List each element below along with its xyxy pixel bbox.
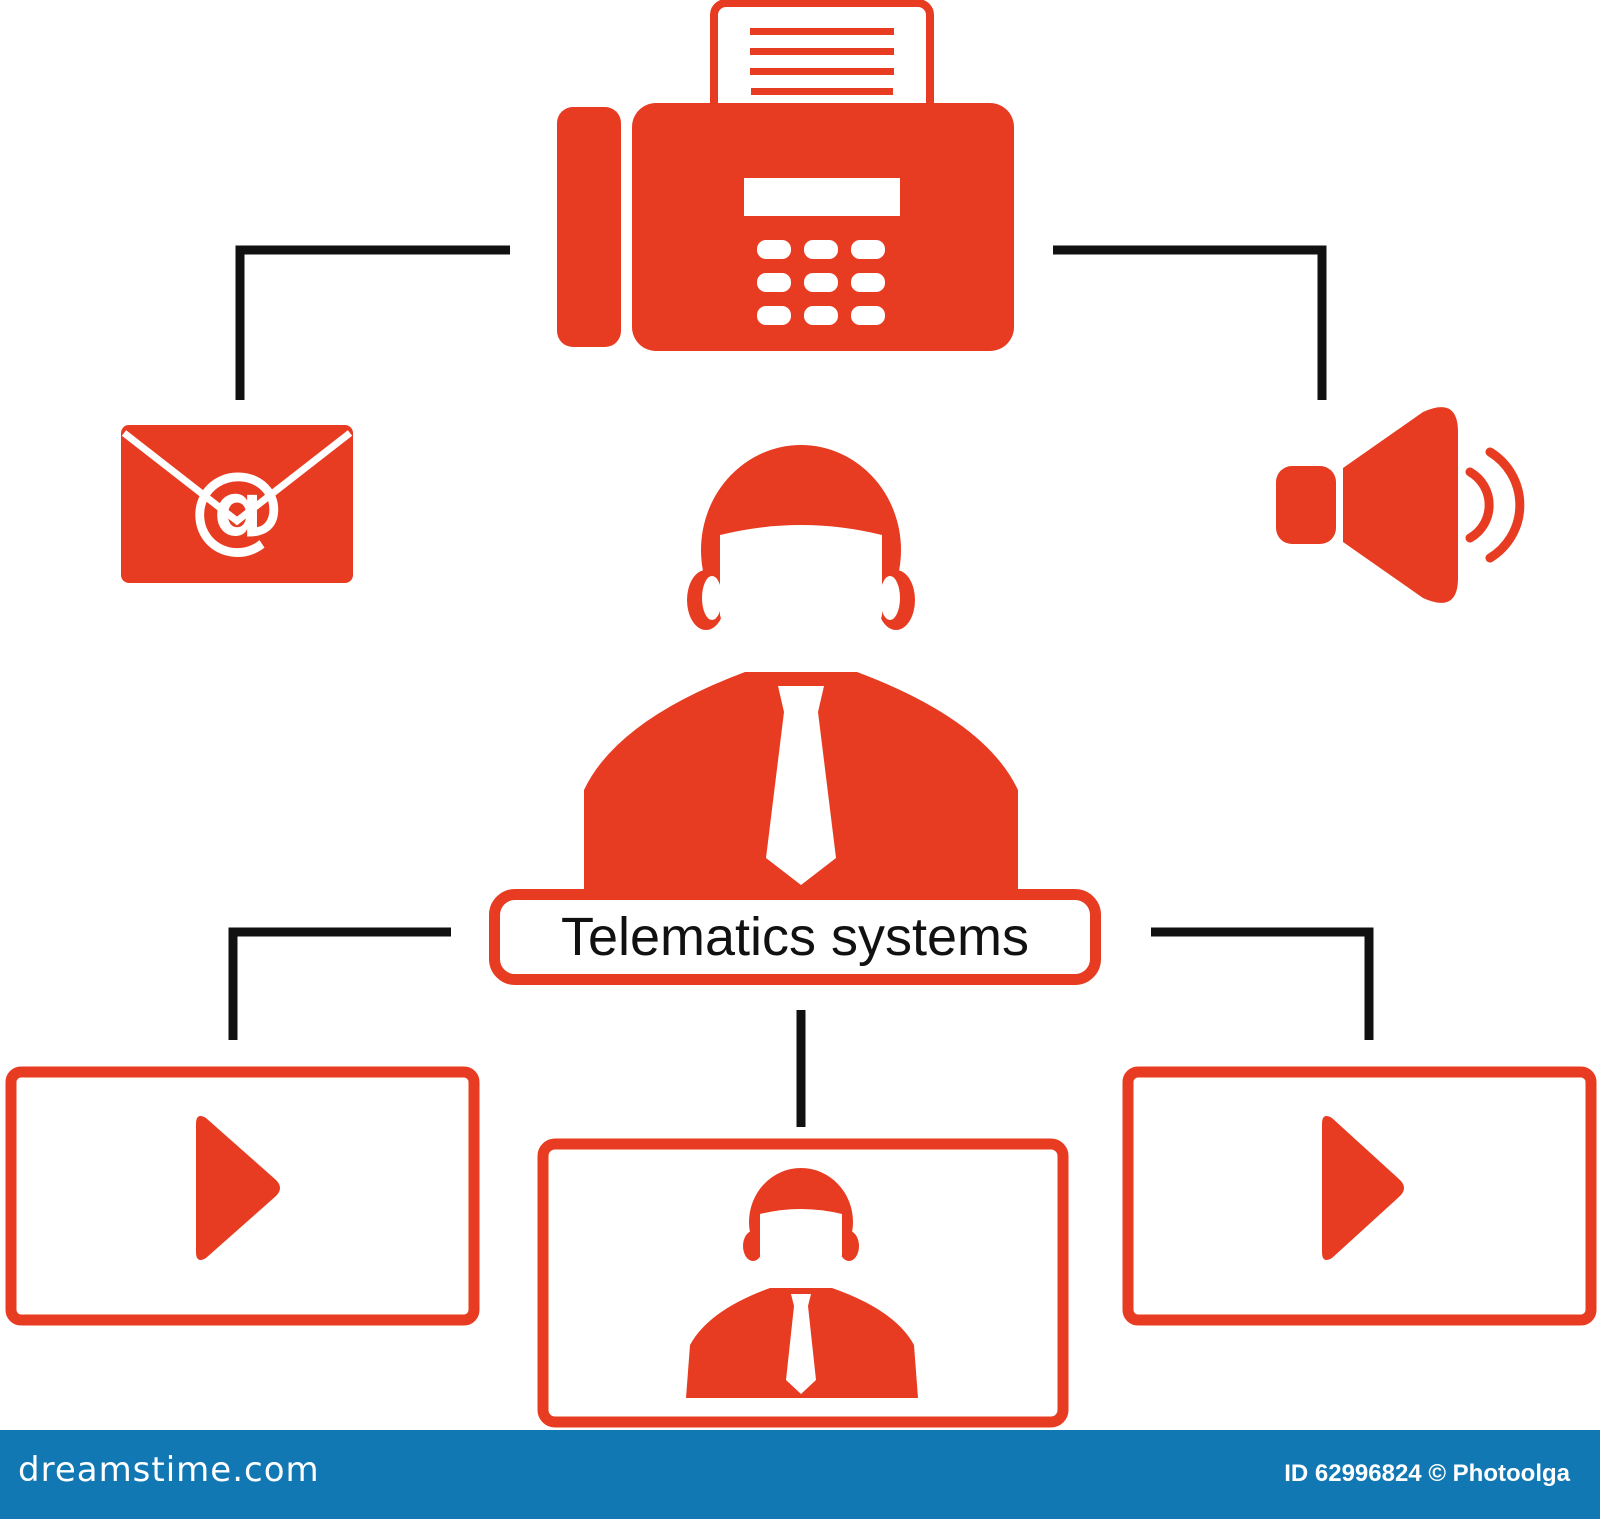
businessman-icon (584, 445, 1018, 890)
connectors (228, 245, 1374, 1127)
connector-fax-email (235, 245, 510, 400)
svg-text:@: @ (189, 451, 285, 563)
center-label: Telematics systems (560, 907, 1030, 967)
email-at-icon: @ (121, 425, 353, 583)
left-video-frame (5, 1066, 480, 1326)
watermark-footer: dreamstime.com ID 62996824 © Photoolga (0, 1430, 1600, 1519)
connector-label-left-video (228, 927, 451, 1040)
footer-credit: ID 62996824 © Photoolga (1284, 1460, 1570, 1487)
fax-machine-icon (557, 0, 1014, 351)
diagram-canvas: @ (5, 0, 1597, 1428)
connector-fax-speaker (1053, 245, 1327, 400)
video-call-frame (537, 1138, 1069, 1428)
right-video-frame (1122, 1066, 1597, 1326)
play-icon (1322, 1116, 1404, 1260)
center-label-box: Telematics systems (489, 889, 1101, 985)
play-icon (196, 1116, 280, 1260)
footer-logo: dreamstime.com (18, 1450, 320, 1490)
telematics-diagram: @ (5, 0, 1597, 1428)
video-call-person-icon (686, 1168, 918, 1398)
speaker-icon (1276, 407, 1525, 603)
connector-label-right-video (1151, 927, 1374, 1040)
